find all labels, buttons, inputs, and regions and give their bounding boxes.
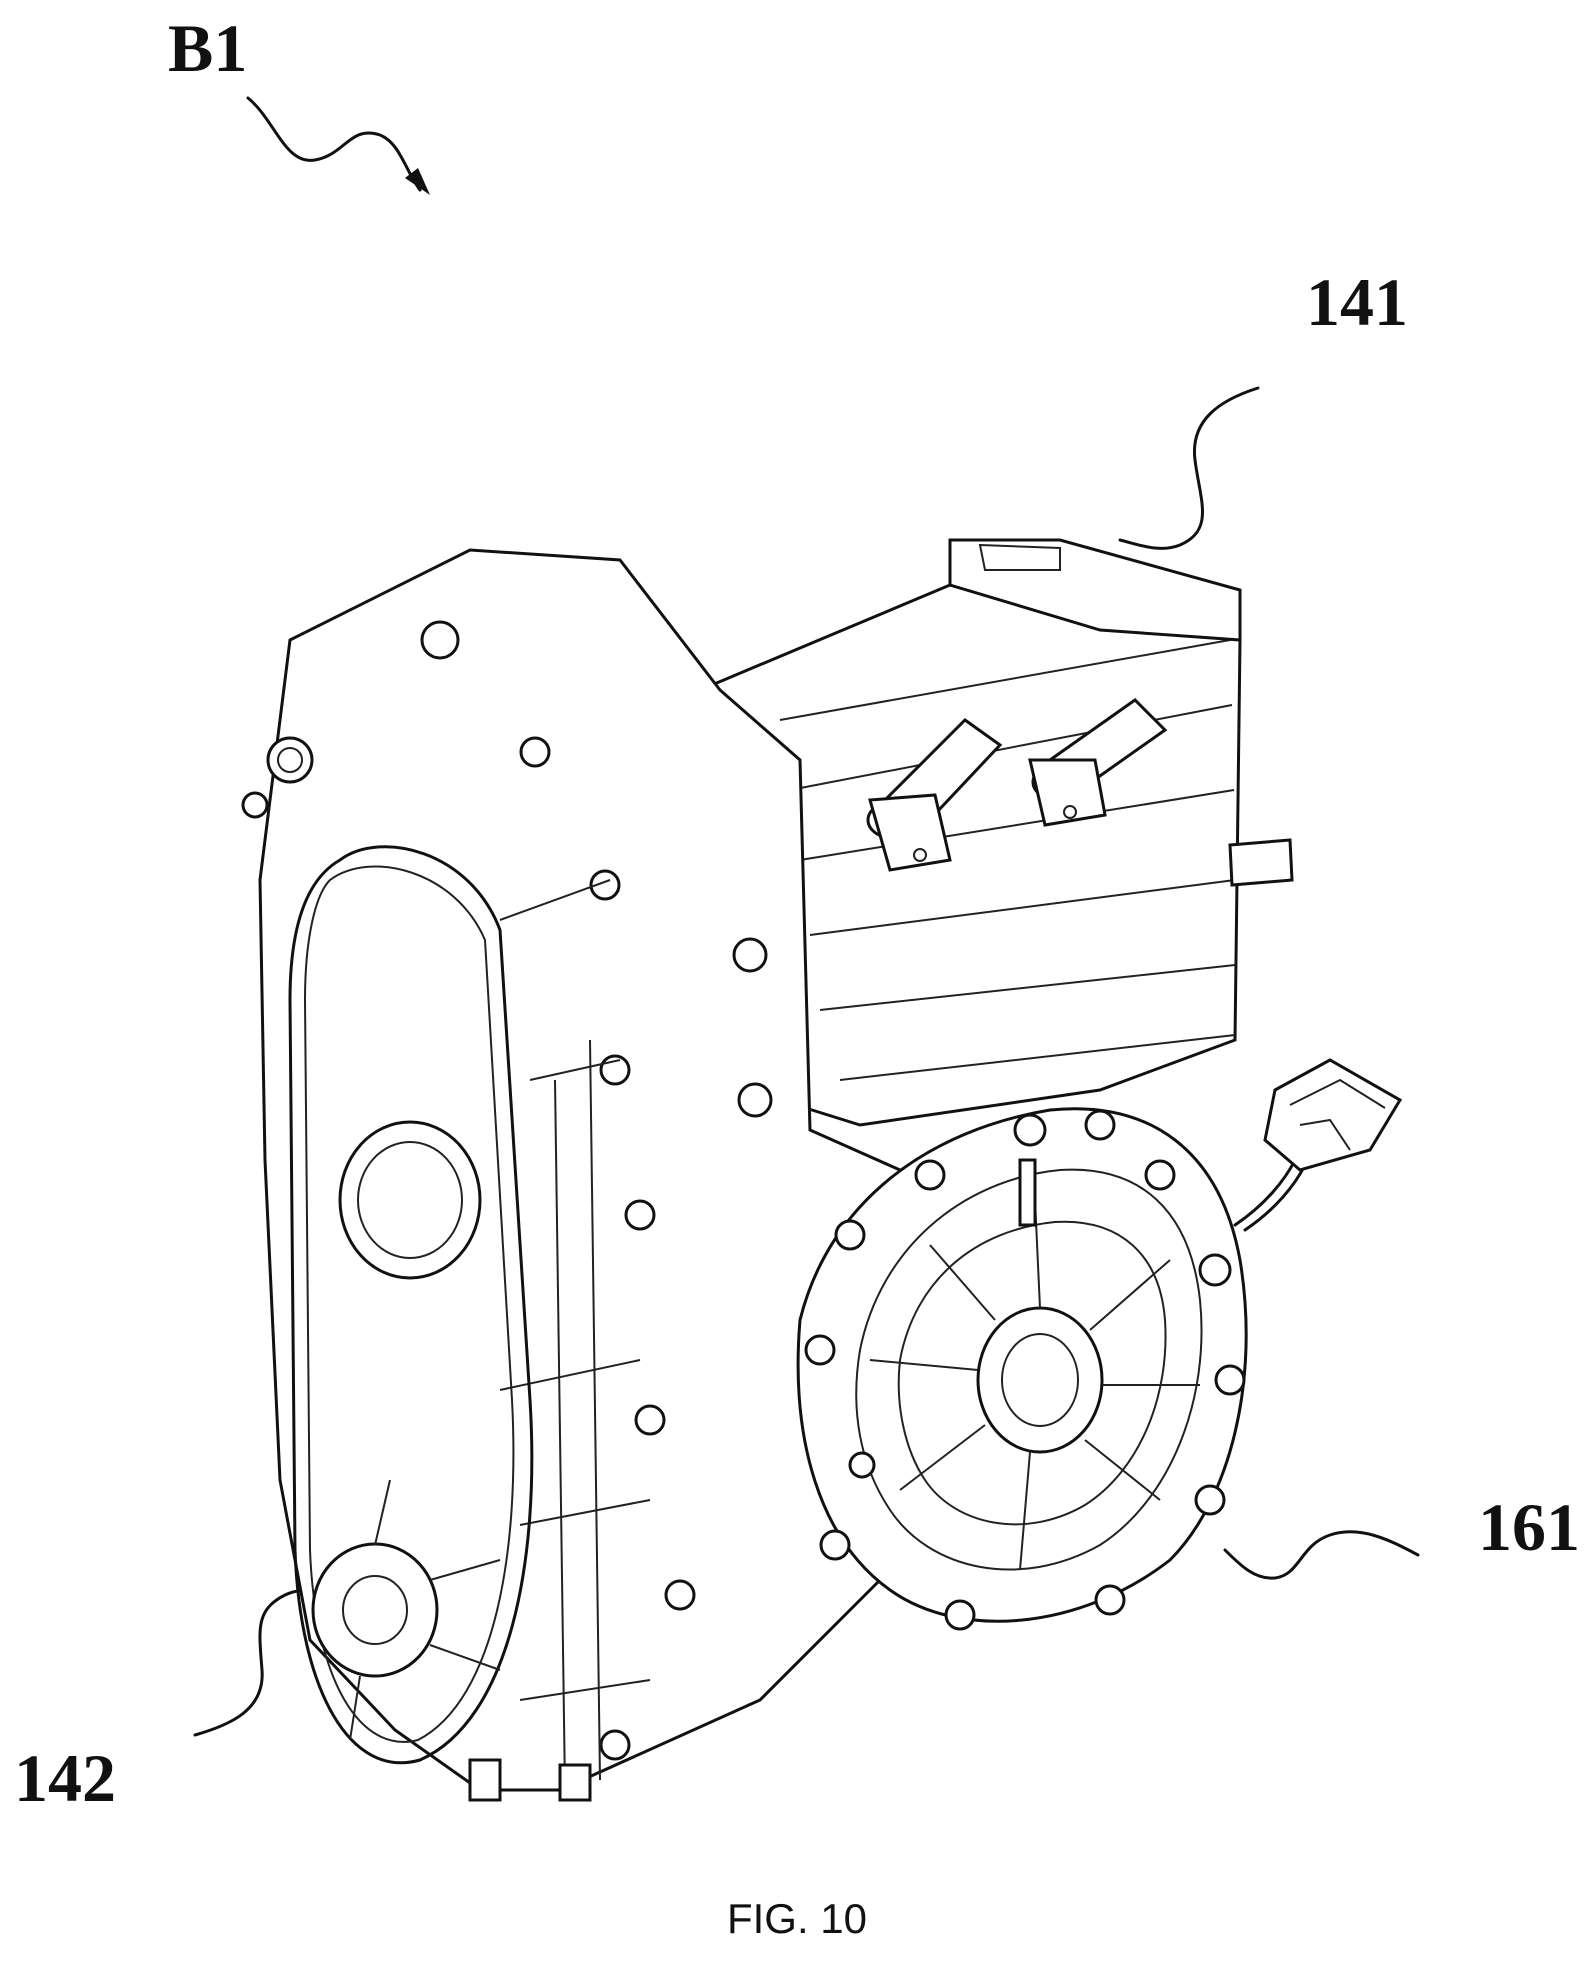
electrical-connector	[1233, 1058, 1403, 1232]
coolant-pipe-right	[1028, 698, 1168, 827]
reference-label-141: 141	[1306, 264, 1408, 340]
figure-caption: FIG. 10	[726, 1895, 868, 1942]
reference-label-b1: B1	[168, 10, 248, 86]
reference-label-161: 161	[1478, 1489, 1580, 1565]
reference-label-142: 142	[14, 1740, 116, 1816]
motor-housing	[698, 538, 1294, 1127]
gearbox-housing	[241, 548, 902, 1802]
gearbox-cover	[288, 845, 534, 1765]
leader-141	[1118, 386, 1260, 550]
leader-161	[1223, 1530, 1420, 1580]
leader-b1	[246, 96, 430, 195]
coolant-pipe-left	[866, 718, 1003, 872]
side-cover	[796, 1107, 1248, 1631]
